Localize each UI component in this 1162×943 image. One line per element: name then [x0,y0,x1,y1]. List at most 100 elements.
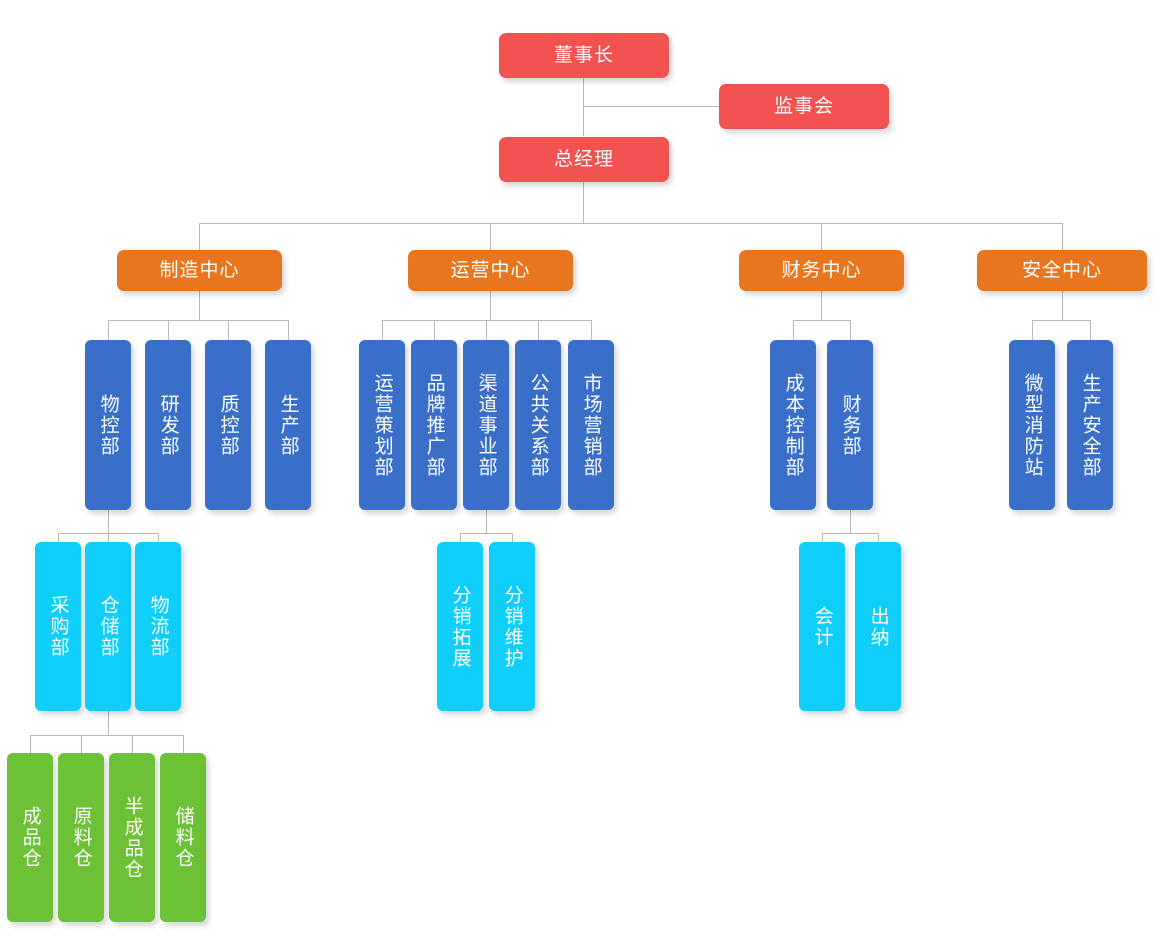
connector-channel-bus [460,533,512,534]
node-dept-micro-fire-station[interactable]: 微型消防站 [1009,340,1055,510]
node-wh-semi-finished-label: 半成品仓 [121,795,143,880]
connector-drop-logistics [158,533,159,542]
connector-drop-operation-planning [382,320,383,340]
node-sub-distribution-expand[interactable]: 分销拓展 [437,542,483,711]
connector-gm-vertical [583,182,584,223]
node-center-finance-label: 财务中心 [781,259,862,281]
node-dept-operation-planning[interactable]: 运营策划部 [359,340,405,510]
connector-drop-quality-control [228,320,229,340]
node-sub-distribution-expand-label: 分销拓展 [449,584,471,669]
connector-warehouse-bus [30,735,183,736]
node-general-manager-label: 总经理 [553,148,614,170]
connector-finance-dept-stem [850,509,851,533]
connector-drop-rd [168,320,169,340]
node-center-operations[interactable]: 运营中心 [408,250,573,291]
connector-drop-finance-dept [850,320,851,340]
connector-manufacturing-bus [108,320,288,321]
node-dept-material-control-label: 物控部 [97,393,119,457]
node-dept-material-control[interactable]: 物控部 [85,340,131,510]
node-dept-marketing[interactable]: 市场营销部 [568,340,614,510]
node-chairman[interactable]: 董事长 [499,33,669,78]
node-center-manufacturing-label: 制造中心 [159,259,240,281]
connector-drop-channel-business [486,320,487,340]
connector-channel-stem [486,509,487,533]
node-supervisory-board[interactable]: 监事会 [719,84,889,129]
connector-drop-storage-material [183,735,184,753]
node-wh-finished-goods[interactable]: 成品仓 [7,753,53,922]
connector-manufacturing-stem [199,291,200,320]
node-wh-semi-finished[interactable]: 半成品仓 [109,753,155,922]
node-general-manager[interactable]: 总经理 [499,137,669,182]
connector-drop-manufacturing [199,223,200,250]
node-dept-rd[interactable]: 研发部 [145,340,191,510]
node-center-manufacturing[interactable]: 制造中心 [117,250,282,291]
node-sub-distribution-maintain-label: 分销维护 [501,584,523,669]
connector-operations-stem [490,291,491,320]
connector-warehouse-stem [108,711,109,735]
connector-drop-cost-control [793,320,794,340]
connector-finance-dept-bus [822,533,878,534]
connector-drop-operations [490,223,491,250]
node-dept-production-safety-label: 生产安全部 [1079,372,1101,478]
node-center-safety-label: 安全中心 [1021,259,1102,281]
node-chairman-label: 董事长 [553,44,614,66]
connector-finance-stem [821,291,822,320]
node-wh-storage-material[interactable]: 储料仓 [160,753,206,922]
node-dept-finance-label: 财务部 [839,393,861,457]
node-dept-finance[interactable]: 财务部 [827,340,873,510]
node-wh-raw-material[interactable]: 原料仓 [58,753,104,922]
node-dept-cost-control-label: 成本控制部 [782,372,804,478]
node-dept-production-safety[interactable]: 生产安全部 [1067,340,1113,510]
node-dept-production-label: 生产部 [277,393,299,457]
connector-drop-production [288,320,289,340]
node-wh-finished-goods-label: 成品仓 [19,806,41,869]
node-dept-cost-control[interactable]: 成本控制部 [770,340,816,510]
node-sub-logistics[interactable]: 物流部 [135,542,181,711]
node-dept-public-relations[interactable]: 公共关系部 [515,340,561,510]
node-sub-warehouse-label: 仓储部 [97,595,119,658]
node-sub-logistics-label: 物流部 [147,595,169,658]
node-sub-cashier[interactable]: 出纳 [855,542,901,711]
connector-supervisory-horizontal [583,106,719,107]
node-center-safety[interactable]: 安全中心 [977,250,1147,291]
connector-drop-micro-fire-station [1032,320,1033,340]
connector-drop-semi-finished [132,735,133,753]
connector-drop-material-control [108,320,109,340]
connector-drop-cashier [878,533,879,542]
node-supervisory-board-label: 监事会 [773,95,834,117]
connector-drop-safety [1062,223,1063,250]
node-center-operations-label: 运营中心 [450,259,531,281]
connector-drop-distribution-expand [460,533,461,542]
connector-drop-brand-promotion [434,320,435,340]
node-sub-accounting-label: 会计 [811,605,833,648]
connector-safety-stem [1062,291,1063,320]
node-dept-brand-promotion[interactable]: 品牌推广部 [411,340,457,510]
connector-drop-raw-material [81,735,82,753]
node-dept-rd-label: 研发部 [157,393,179,457]
node-dept-public-relations-label: 公共关系部 [527,372,549,478]
connector-finance-bus [793,320,850,321]
node-sub-warehouse[interactable]: 仓储部 [85,542,131,711]
node-dept-quality-control[interactable]: 质控部 [205,340,251,510]
connector-safety-bus [1032,320,1090,321]
node-sub-purchasing[interactable]: 采购部 [35,542,81,711]
node-dept-marketing-label: 市场营销部 [580,372,602,478]
connector-drop-finance [821,223,822,250]
node-wh-storage-material-label: 储料仓 [172,806,194,869]
node-dept-production[interactable]: 生产部 [265,340,311,510]
node-center-finance[interactable]: 财务中心 [739,250,904,291]
node-dept-channel-business-label: 渠道事业部 [475,372,497,478]
connector-drop-marketing [591,320,592,340]
node-sub-accounting[interactable]: 会计 [799,542,845,711]
node-sub-distribution-maintain[interactable]: 分销维护 [489,542,535,711]
connector-drop-purchasing [58,533,59,542]
connector-material-control-stem [108,509,109,533]
connector-drop-finished-goods [30,735,31,753]
node-dept-micro-fire-station-label: 微型消防站 [1021,372,1043,478]
node-dept-operation-planning-label: 运营策划部 [371,372,393,478]
connector-drop-public-relations [538,320,539,340]
connector-drop-production-safety [1090,320,1091,340]
node-dept-channel-business[interactable]: 渠道事业部 [463,340,509,510]
connector-centers-bus [199,223,1063,224]
